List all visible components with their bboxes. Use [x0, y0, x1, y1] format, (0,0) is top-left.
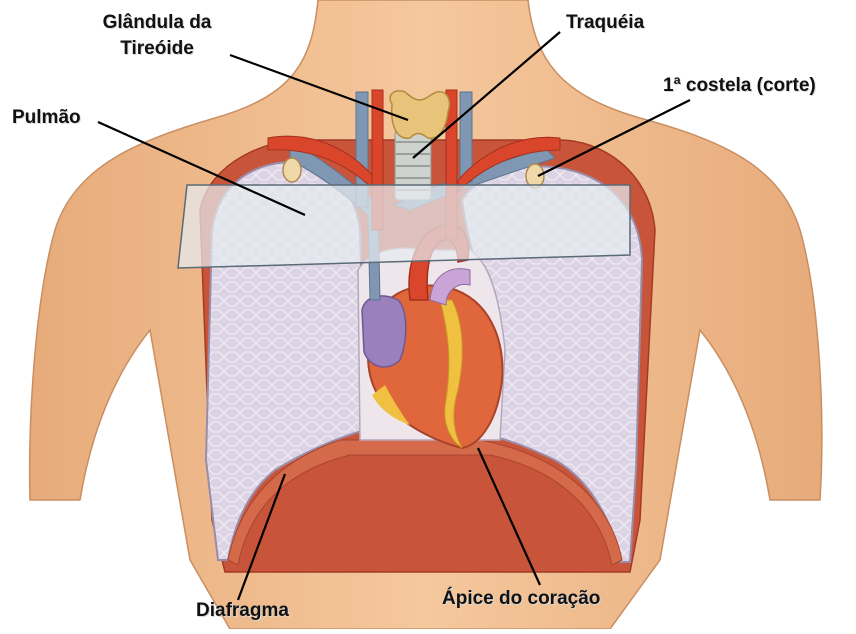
- first-rib-left-cut: [283, 158, 301, 182]
- label-heart-apex: Ápice do coração: [442, 588, 600, 610]
- label-first-rib: 1ª costela (corte): [663, 75, 816, 97]
- label-thyroid-line1: Glândula da: [72, 12, 242, 34]
- right-atrium: [362, 296, 406, 367]
- label-lung: Pulmão: [12, 107, 81, 129]
- label-thyroid-line2: Tireóide: [72, 38, 242, 60]
- label-trachea: Traquéia: [566, 12, 644, 34]
- section-plane: [178, 185, 630, 268]
- label-diaphragm: Diafragma: [196, 600, 289, 622]
